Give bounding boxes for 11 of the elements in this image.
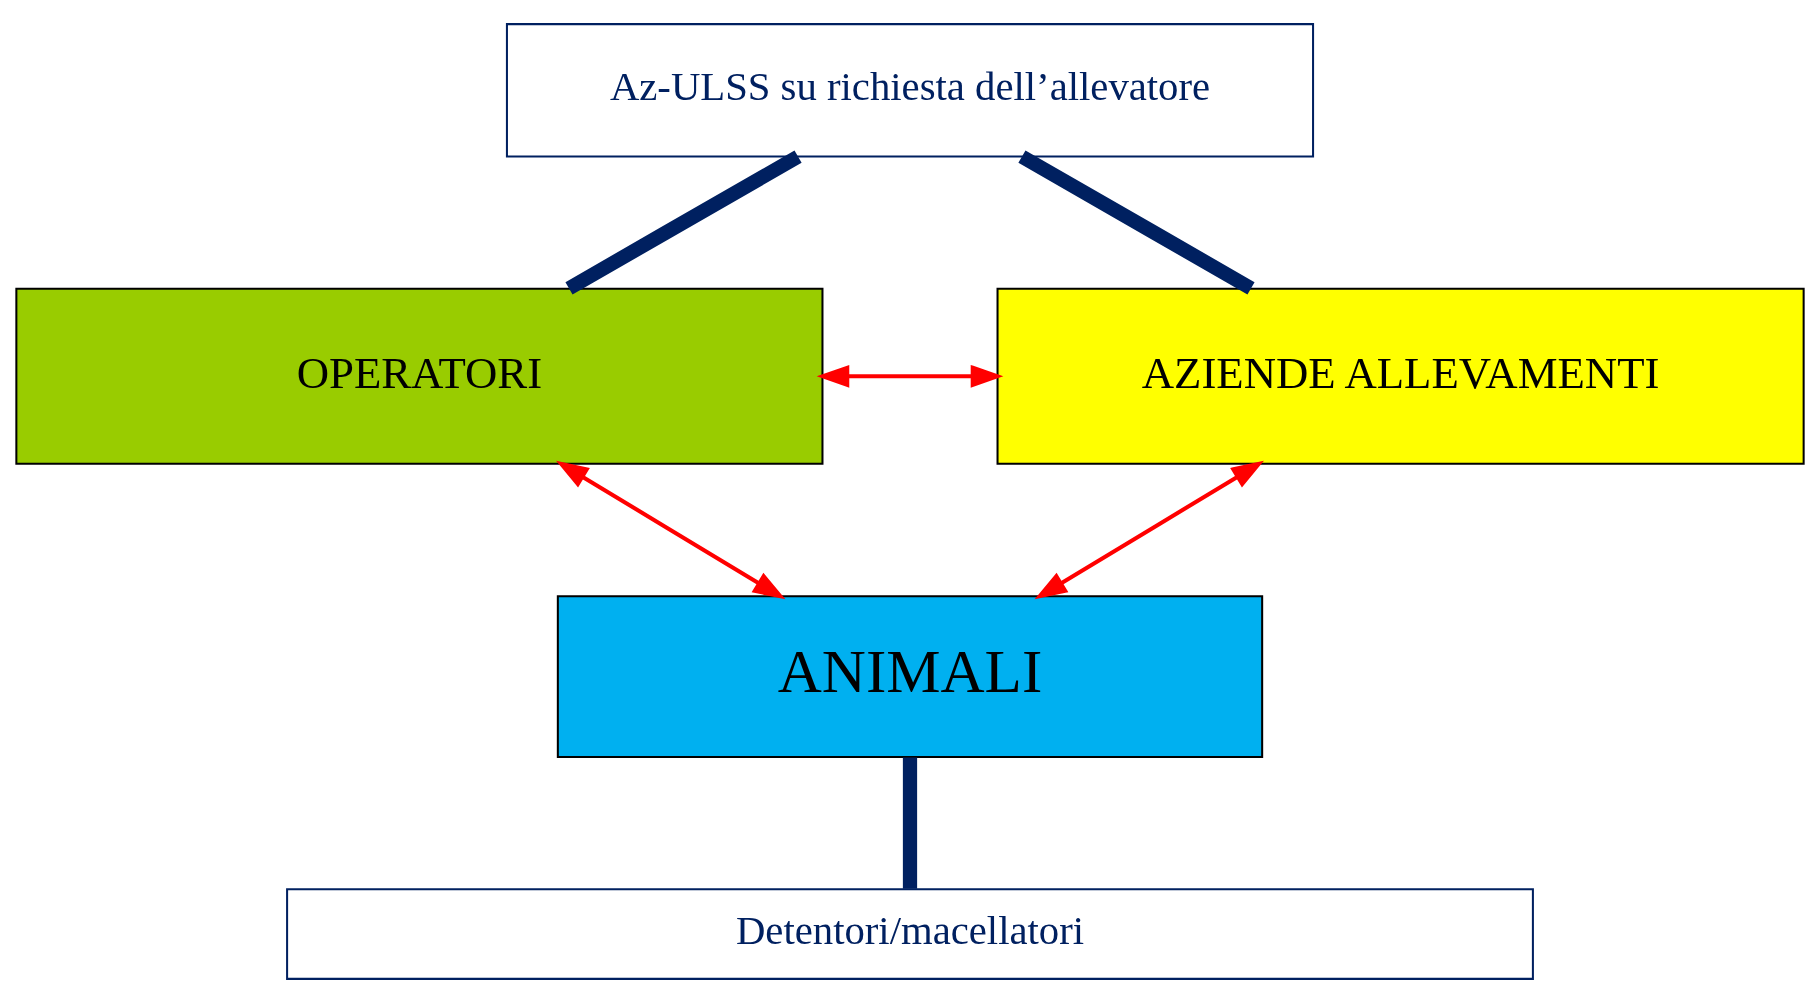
connector	[1018, 150, 1255, 295]
arrow	[1034, 460, 1264, 600]
node-box: OPERATORI	[15, 287, 824, 465]
node-box: Az-ULSS su richiesta dell’allevatore	[505, 23, 1315, 158]
arrow	[816, 364, 1004, 388]
connector	[565, 150, 802, 295]
node-box: Detentori/macellatori	[286, 888, 1534, 980]
node-box: ANIMALI	[556, 595, 1264, 758]
node-box: AZIENDE ALLEVAMENTI	[996, 287, 1805, 465]
arrow	[556, 460, 786, 600]
connector	[902, 757, 918, 889]
